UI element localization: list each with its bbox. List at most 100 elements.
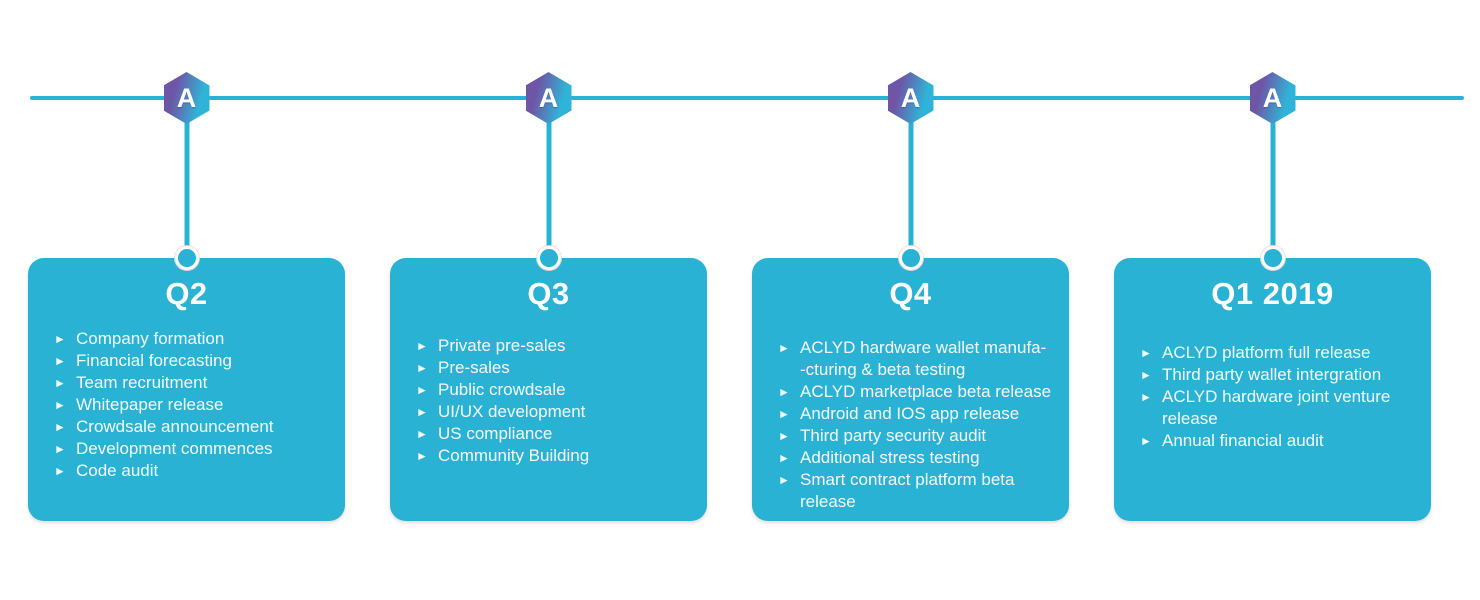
quarter-card: Q1 2019 ►ACLYD platform full release►Thi…	[1114, 258, 1431, 521]
card-top-notch	[1260, 246, 1285, 270]
list-item-text: Team recruitment	[76, 373, 208, 392]
list-item-text: Community Building	[438, 446, 590, 465]
list-item: ► Company formation	[54, 328, 337, 350]
list-item: ► ACLYD hardware wallet manufa- -cturing …	[778, 337, 1061, 381]
roadmap-column: A Q4 ► ACLYD hardware wallet manufa- -ctu…	[752, 0, 1069, 600]
list-item: ► ACLYD hardware joint venture release	[1140, 386, 1423, 430]
bullet-arrow-icon: ►	[54, 332, 66, 346]
bullet-arrow-icon: ►	[54, 420, 66, 434]
timeline-line	[30, 96, 1464, 100]
bullet-arrow-icon: ►	[778, 429, 790, 443]
roadmap-column: A Q1 2019 ►ACLYD platform full release►T…	[1114, 0, 1431, 600]
bullet-arrow-icon: ►	[778, 473, 790, 487]
card-title: Q1 2019	[1211, 276, 1334, 311]
bullet-arrow-icon: ►	[1140, 368, 1152, 382]
list-item-text: UI/UX development	[438, 402, 586, 421]
list-item: ► UI/UX development	[416, 401, 699, 423]
list-item: ►ACLYD platform full release	[1140, 342, 1423, 364]
quarter-card: Q4 ► ACLYD hardware wallet manufa- -cturi…	[752, 258, 1069, 521]
marker-letter-a-icon: A	[176, 82, 197, 113]
marker-letter-a-icon: A	[1262, 82, 1283, 113]
bullet-arrow-icon: ►	[778, 451, 790, 465]
list-item: ► Android and IOS app release	[778, 403, 1061, 425]
bullet-arrow-icon: ►	[54, 464, 66, 478]
marker-letter-a-icon: A	[900, 82, 921, 113]
connector-line	[546, 121, 551, 248]
list-item: ► Whitepaper release	[54, 394, 337, 416]
list-item-text: Third party wallet intergration	[1162, 365, 1382, 384]
list-item-text: ACLYD marketplace beta release	[800, 382, 1052, 401]
list-item-text: US compliance	[438, 424, 553, 443]
list-item: ► Financial forecasting	[54, 350, 337, 372]
timeline-marker-hexagon: A	[163, 72, 210, 124]
list-item-text: Financial forecasting	[76, 351, 232, 370]
list-item-text: Crowdsale announcement	[76, 417, 274, 436]
bullet-arrow-icon: ►	[778, 385, 790, 399]
list-item: ► Public crowdsale	[416, 379, 699, 401]
list-item: ► Third party security audit	[778, 425, 1061, 447]
quarter-card: Q3 ► Private pre-sales ► Pre-sales ► Public c…	[390, 258, 707, 521]
roadmap-column: A Q2 ► Company formation ► Financial foreca…	[28, 0, 345, 600]
list-item-text: Smart contract platform beta release	[800, 470, 1015, 511]
list-item-text: Private pre-sales	[438, 336, 566, 355]
list-item: ► US compliance	[416, 423, 699, 445]
card-title: Q3	[527, 276, 570, 311]
bullet-arrow-icon: ►	[778, 407, 790, 421]
list-item: ► Smart contract platform beta release	[778, 469, 1061, 513]
list-item: ► Third party wallet intergration	[1140, 364, 1423, 386]
list-item-text: Company formation	[76, 329, 225, 348]
list-item-text: ACLYD hardware joint venture release	[1162, 387, 1391, 428]
list-item: ► Pre-sales	[416, 357, 699, 379]
list-item-text: Pre-sales	[438, 358, 510, 377]
bullet-arrow-icon: ►	[416, 361, 428, 375]
list-item: ► Development commences	[54, 438, 337, 460]
card-list: ►ACLYD platform full release►Third party…	[1114, 342, 1431, 452]
list-item-text: Android and IOS app release	[800, 404, 1020, 423]
bullet-arrow-icon: ►	[54, 354, 66, 368]
list-item: ► Community Building	[416, 445, 699, 467]
bullet-arrow-icon: ►	[416, 427, 428, 441]
list-item-text: Annual financial audit	[1162, 431, 1324, 450]
list-item-text: Whitepaper release	[76, 395, 224, 414]
marker-letter-a-icon: A	[538, 82, 559, 113]
list-item-text: ACLYD platform full release	[1162, 343, 1371, 362]
list-item-text: Additional stress testing	[800, 448, 980, 467]
list-item-text: Development commences	[76, 439, 273, 458]
card-list: ► Company formation ► Financial forecasting…	[28, 328, 345, 482]
bullet-arrow-icon: ►	[416, 339, 428, 353]
bullet-arrow-icon: ►	[416, 449, 428, 463]
bullet-arrow-icon: ►	[54, 398, 66, 412]
bullet-arrow-icon: ►	[416, 383, 428, 397]
list-item-text: ACLYD hardware wallet manufa- -cturing &…	[800, 338, 1047, 379]
bullet-arrow-icon: ►	[1140, 390, 1152, 404]
bullet-arrow-icon: ►	[416, 405, 428, 419]
bullet-arrow-icon: ►	[778, 341, 790, 355]
card-title: Q2	[165, 276, 208, 311]
list-item: ► Annual financial audit	[1140, 430, 1423, 452]
card-title: Q4	[889, 276, 932, 311]
card-list: ► Private pre-sales ► Pre-sales ► Public crow…	[390, 335, 707, 467]
bullet-arrow-icon: ►	[1140, 434, 1152, 448]
list-item: ► Crowdsale announcement	[54, 416, 337, 438]
list-item-text: Public crowdsale	[438, 380, 566, 399]
quarter-card: Q2 ► Company formation ► Financial forecast…	[28, 258, 345, 521]
timeline-marker-hexagon: A	[887, 72, 934, 124]
bullet-arrow-icon: ►	[54, 376, 66, 390]
card-top-notch	[898, 246, 923, 270]
connector-line	[1270, 121, 1275, 248]
connector-line	[908, 121, 913, 248]
list-item: ► Additional stress testing	[778, 447, 1061, 469]
list-item-text: Third party security audit	[800, 426, 987, 445]
timeline-marker-hexagon: A	[525, 72, 572, 124]
list-item-text: Code audit	[76, 461, 159, 480]
connector-line	[184, 121, 189, 248]
timeline-marker-hexagon: A	[1249, 72, 1296, 124]
list-item: ► Team recruitment	[54, 372, 337, 394]
list-item: ► Private pre-sales	[416, 335, 699, 357]
bullet-arrow-icon: ►	[54, 442, 66, 456]
roadmap-column: A Q3 ► Private pre-sales ► Pre-sales ► Public…	[390, 0, 707, 600]
card-list: ► ACLYD hardware wallet manufa- -cturing …	[752, 337, 1069, 513]
list-item: ► ACLYD marketplace beta release	[778, 381, 1061, 403]
